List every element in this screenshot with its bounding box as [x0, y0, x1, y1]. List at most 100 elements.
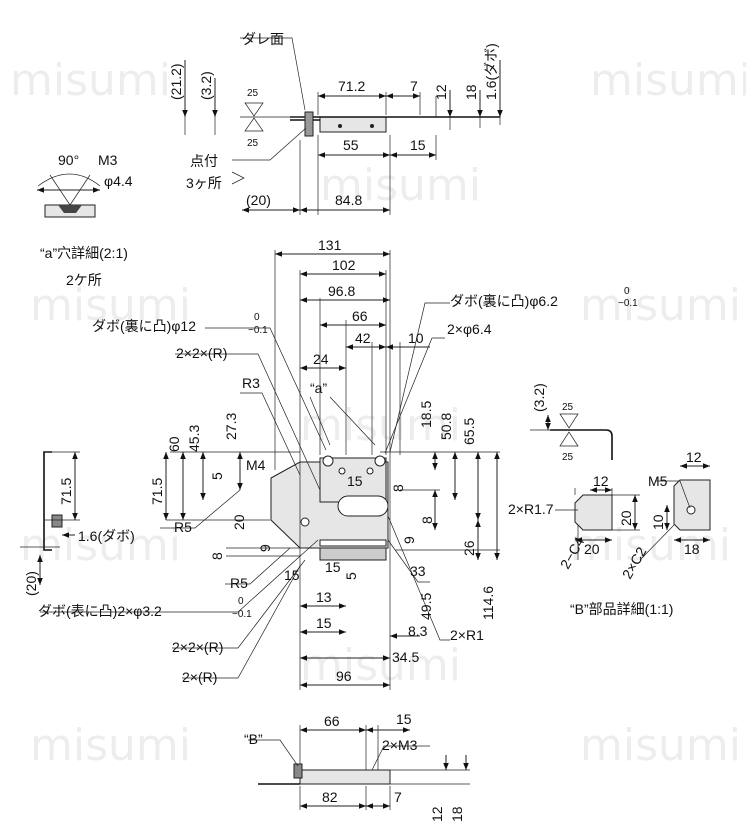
partb-dim-18: 18 [684, 541, 700, 557]
dim-dabo-side: 1.6(ダボ) [483, 43, 499, 100]
svg-text:misumi: misumi [20, 520, 181, 571]
partb-dim-20a: 20 [618, 510, 634, 526]
dim-7: 7 [410, 78, 418, 94]
r3: R3 [242, 375, 260, 391]
dim-15d: 15 [316, 615, 332, 631]
r-2x2: 2×2×(R) [176, 345, 227, 361]
dim-60: 60 [166, 436, 182, 452]
svg-text:−0.1: −0.1 [618, 298, 638, 309]
partb-dim-10: 10 [650, 514, 666, 530]
svg-text:misumi: misumi [300, 400, 461, 451]
dim-66: 66 [352, 308, 368, 324]
dim-9: 9 [257, 544, 273, 552]
hole-angle: 90° [58, 152, 79, 168]
bottom-b-label: “B” [244, 731, 263, 747]
bottom-view: “B” 66 15 2×M3 82 7 12 18 [244, 711, 470, 822]
bottom-dim-18: 18 [449, 806, 465, 822]
dim-3-2: (3.2) [198, 71, 214, 100]
svg-text:misumi: misumi [30, 280, 191, 331]
hole-caption-2: 2ケ所 [66, 272, 102, 288]
small-side-view: (3.2) 25 25 [530, 383, 613, 463]
svg-text:−0.1: −0.1 [232, 609, 252, 620]
hole-detail: 90° M3 φ4.4 “a”穴詳細(2:1) 2ケ所 [37, 152, 133, 288]
weld-label: ダレ面 [242, 31, 284, 47]
partb-m5: M5 [648, 473, 668, 489]
bottom-dim-82: 82 [322, 789, 338, 805]
dim-21-2: (21.2) [168, 63, 184, 100]
bottom-dim-12: 12 [429, 806, 445, 822]
dim-131: 131 [318, 237, 342, 253]
side-view: 71.5 1.6(ダボ) (20) [20, 451, 135, 596]
partb-dim-12b: 12 [686, 449, 702, 465]
m4-label: M4 [246, 457, 266, 473]
svg-text:0: 0 [624, 286, 630, 297]
dim-8c: 8 [419, 516, 435, 524]
partb-caption: “B”部品詳細(1:1) [570, 601, 673, 617]
svg-text:misumi: misumi [580, 720, 741, 771]
hole-thread: M3 [98, 152, 118, 168]
dim-8b: 8 [390, 484, 406, 492]
dim-33: 33 [410, 563, 426, 579]
svg-text:25: 25 [562, 402, 574, 413]
small-dim-3-2: (3.2) [531, 383, 547, 412]
dim-102: 102 [332, 257, 356, 273]
dim-15: 15 [410, 137, 426, 153]
watermark: misumi misumi misumi misumi misumi misum… [10, 55, 746, 771]
dim-114-6: 114.6 [480, 586, 496, 620]
dim-8a: 8 [209, 552, 225, 560]
spot-label-1: 点付 [190, 153, 218, 169]
dim-15a: 15 [284, 567, 300, 583]
dim-5b: 5 [343, 572, 359, 580]
svg-text:misumi: misumi [10, 55, 171, 106]
top-view: ダレ面 点付 3ヶ所 25 25 (21.2) (3.2) 71.2 7 12 … [168, 31, 503, 215]
bottom-dim-66: 66 [324, 713, 340, 729]
dim-71-5-front: 71.5 [149, 478, 165, 505]
svg-text:0: 0 [254, 312, 260, 323]
dim-96: 96 [336, 668, 352, 684]
dim-9b: 9 [401, 536, 417, 544]
dim-96-8: 96.8 [328, 283, 355, 299]
dim-18: 18 [463, 84, 479, 100]
bottom-dim-15: 15 [396, 711, 412, 727]
svg-text:misumi: misumi [590, 55, 746, 106]
r5a: R5 [174, 519, 192, 535]
dabo-front: ダボ(表に凸)2×φ3.2 [38, 603, 162, 619]
dim-15b: 15 [347, 473, 363, 489]
partb-dim-12a: 12 [593, 473, 609, 489]
dim-50-8: 50.8 [438, 413, 454, 440]
r1-label: 2×R1 [450, 627, 484, 643]
svg-text:misumi: misumi [300, 640, 461, 691]
dim-42: 42 [355, 330, 371, 346]
dim-13: 13 [316, 589, 332, 605]
dim-27-3: 27.3 [223, 413, 239, 440]
r-2x2b: 2×2×(R) [172, 639, 223, 655]
dim-8-3: 8.3 [408, 623, 428, 639]
a-mark: “a” [310, 380, 327, 396]
partb-dim-20b: 20 [584, 541, 600, 557]
dim-5a: 5 [209, 472, 225, 480]
bottom-m3: 2×M3 [382, 737, 418, 753]
dim-10: 10 [408, 330, 424, 346]
dim-26: 26 [461, 540, 477, 556]
dabo-back-12: ダボ(裏に凸)φ12 [92, 318, 196, 334]
dim-55: 55 [343, 137, 359, 153]
svg-text:25: 25 [562, 452, 574, 463]
dim-34-5: 34.5 [392, 649, 419, 665]
hole-dia: φ4.4 [104, 173, 133, 189]
dim-12: 12 [433, 84, 449, 100]
dim-20-front: 20 [231, 514, 247, 530]
dim-24: 24 [313, 351, 329, 367]
dim-49-5: 49.5 [418, 593, 434, 620]
svg-text:misumi: misumi [580, 280, 741, 331]
svg-text:25: 25 [247, 138, 259, 149]
partb-r1-7: 2×R1.7 [508, 501, 554, 517]
dim-18-5: 18.5 [418, 401, 434, 428]
dim-65-5: 65.5 [461, 418, 477, 445]
hole-caption-1: “a”穴詳細(2:1) [40, 245, 128, 261]
dim-45-3: 45.3 [186, 425, 202, 452]
dim-15c: 15 [325, 559, 341, 575]
front-view: 131 102 96.8 66 42 10 24 2×φ6.4 ダボ(裏に凸)φ… [38, 237, 638, 690]
side-dabo: 1.6(ダボ) [78, 528, 135, 544]
